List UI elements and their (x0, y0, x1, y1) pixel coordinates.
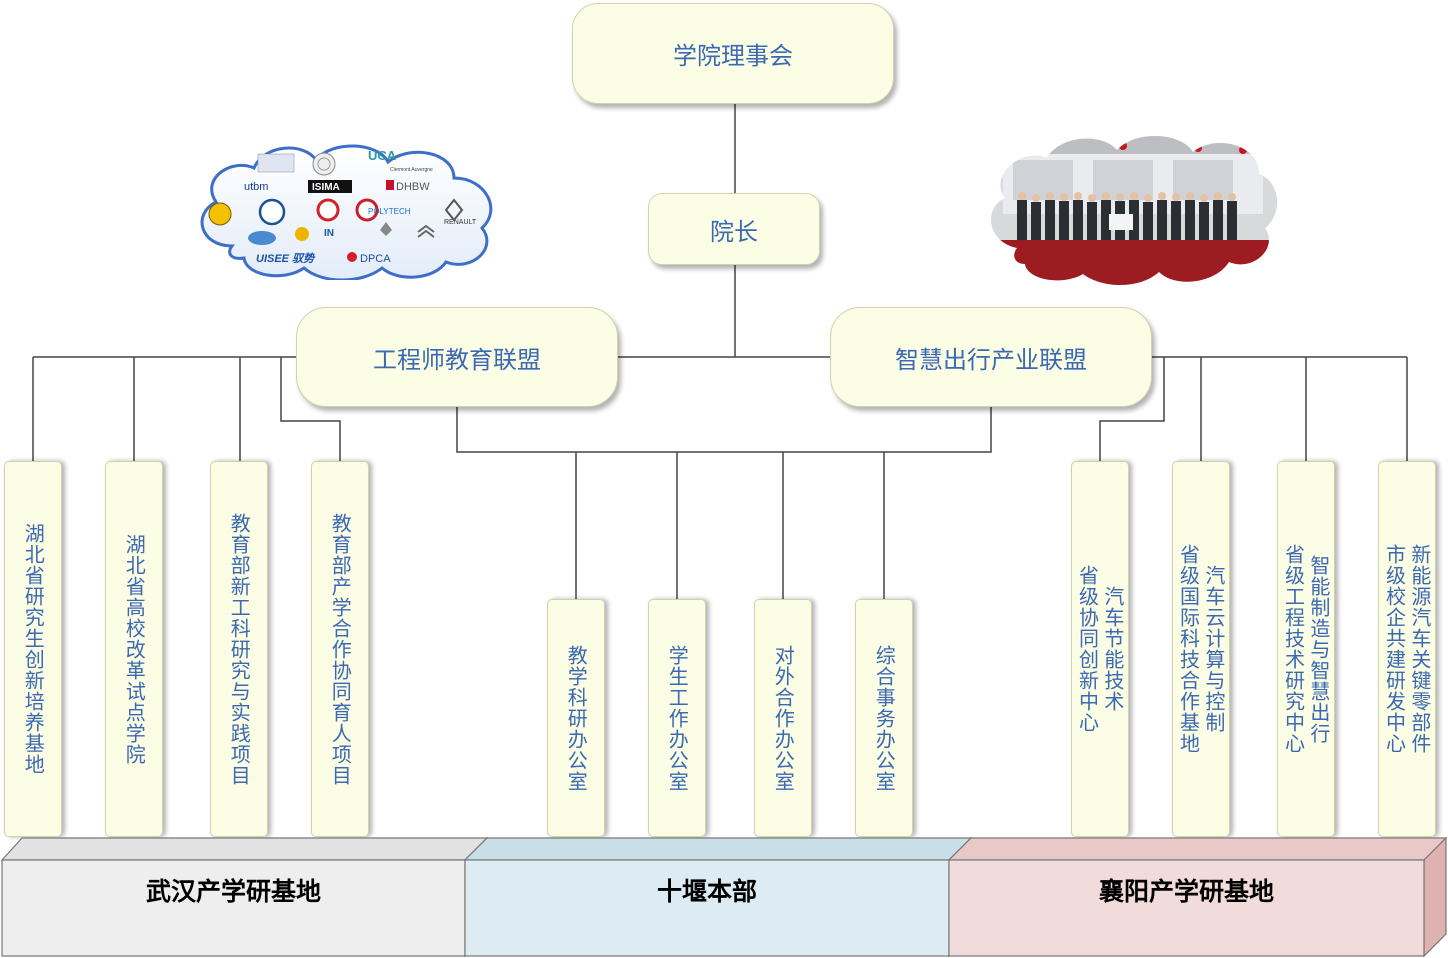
wuhan-base-front (1, 859, 466, 957)
logo-placeholder-icon (257, 153, 295, 173)
mobility-alliance-box: 智慧出行产业联盟 (830, 307, 1152, 407)
mobility-alliance-label: 智慧出行产业联盟 (895, 345, 1087, 374)
dpca-logo: DPCA (360, 253, 391, 265)
shiyan-office: 对外合作办公室 (754, 599, 812, 837)
emblem-logo-icon (208, 202, 232, 226)
wuhan-base-label: 武汉产学研基地 (145, 877, 321, 906)
xiangyang-center: 汽车云计算与控制 省级国际科技合作基地 (1172, 461, 1230, 837)
xiangyang-center-line1: 汽车节能技术 (1100, 586, 1125, 712)
council-label: 学院理事会 (673, 42, 793, 70)
dongfeng-logo-icon (355, 198, 379, 222)
xiangyang-center-line1: 汽车云计算与控制 (1201, 565, 1226, 733)
wuhan-base-top (0, 837, 489, 861)
base-platform (0, 836, 1448, 958)
dhbw-logo: DHBW (396, 181, 430, 193)
shiyan-office: 综合事务办公室 (855, 599, 913, 837)
xiangyang-center-line2: 省级协同创新中心 (1075, 565, 1100, 733)
partner-logos-cloud: UCA Clermont Auvergne utbm ISIMA DHBW PO… (200, 144, 493, 280)
engineer-alliance-label: 工程师教育联盟 (373, 345, 541, 374)
utbm-logo: utbm (244, 181, 268, 193)
citroen-chevron-icon (417, 224, 435, 238)
xiangyang-base-front (948, 859, 1425, 957)
shiyan-office: 学生工作办公室 (648, 599, 706, 837)
wuhan-item-label: 湖北省研究生创新培养基地 (21, 523, 46, 775)
renault-diamond-icon (444, 198, 464, 222)
shiyan-office: 教学科研办公室 (547, 599, 605, 837)
polytech-logo: POLYTECH (368, 207, 411, 216)
wuhan-item-label: 教育部产学合作协同育人项目 (328, 512, 353, 786)
wuhan-item: 教育部新工科研究与实践项目 (210, 461, 268, 837)
wuhan-item: 湖北省高校改革试点学院 (105, 461, 163, 837)
renault-logo: RENAULT (444, 219, 477, 226)
uca-sub-logo: Clermont Auvergne (390, 167, 433, 173)
shiyan-office-label: 对外合作办公室 (771, 644, 796, 792)
weidu-logo-icon (295, 227, 309, 241)
xiangyang-center: 汽车节能技术 省级协同创新中心 (1071, 461, 1129, 837)
shiyan-office-label: 学生工作办公室 (665, 644, 690, 792)
wuhan-item-label: 教育部新工科研究与实践项目 (227, 512, 252, 786)
university-seal-icon (258, 198, 286, 226)
shiyan-office-label: 教学科研办公室 (564, 644, 589, 792)
xiangyang-base-top (947, 837, 1448, 861)
xiangyang-base-label: 襄阳产学研基地 (1098, 877, 1274, 906)
xiangyang-center-line2: 市级校企共建研发中心 (1382, 544, 1407, 754)
wuhan-item: 湖北省研究生创新培养基地 (4, 461, 62, 837)
xiangyang-center-line2: 省级国际科技合作基地 (1176, 544, 1201, 754)
shiyan-office-label: 综合事务办公室 (872, 644, 897, 792)
dhbw-mark-icon (386, 180, 394, 190)
xiangyang-center-line1: 智能制造与智慧出行 (1306, 554, 1331, 744)
dean-box: 院长 (648, 193, 820, 265)
dpca-swirl-icon (347, 252, 357, 262)
shiyan-base-label: 十堰本部 (656, 877, 757, 906)
wuhan-item: 教育部产学合作协同育人项目 (311, 461, 369, 837)
xiangyang-center-line2: 省级工程技术研究中心 (1281, 544, 1306, 754)
shiyan-base-top (463, 837, 973, 861)
engineer-alliance-box: 工程师教育联盟 (296, 307, 618, 407)
council-box: 学院理事会 (572, 3, 894, 104)
swirl-logo-icon (248, 231, 276, 245)
xiangyang-center: 智能制造与智慧出行 省级工程技术研究中心 (1277, 461, 1335, 837)
partner-circle-icon (316, 198, 340, 222)
seal-logo-icon (312, 152, 336, 176)
shiyan-base-front (464, 859, 950, 957)
uca-logo: UCA (368, 148, 397, 163)
uisee-logo: UISEE 驭势 (256, 252, 316, 265)
in-logo: IN (324, 228, 334, 239)
xiangyang-center: 新能源汽车关键零部件 市级校企共建研发中心 (1378, 461, 1436, 837)
wuhan-item-label: 湖北省高校改革试点学院 (122, 533, 147, 765)
dean-label: 院长 (710, 217, 758, 246)
isima-logo: ISIMA (312, 182, 340, 193)
xiangyang-center-line1: 新能源汽车关键零部件 (1407, 544, 1432, 754)
peugeot-lion-icon (380, 222, 392, 236)
group-photo-cloud (991, 135, 1278, 285)
